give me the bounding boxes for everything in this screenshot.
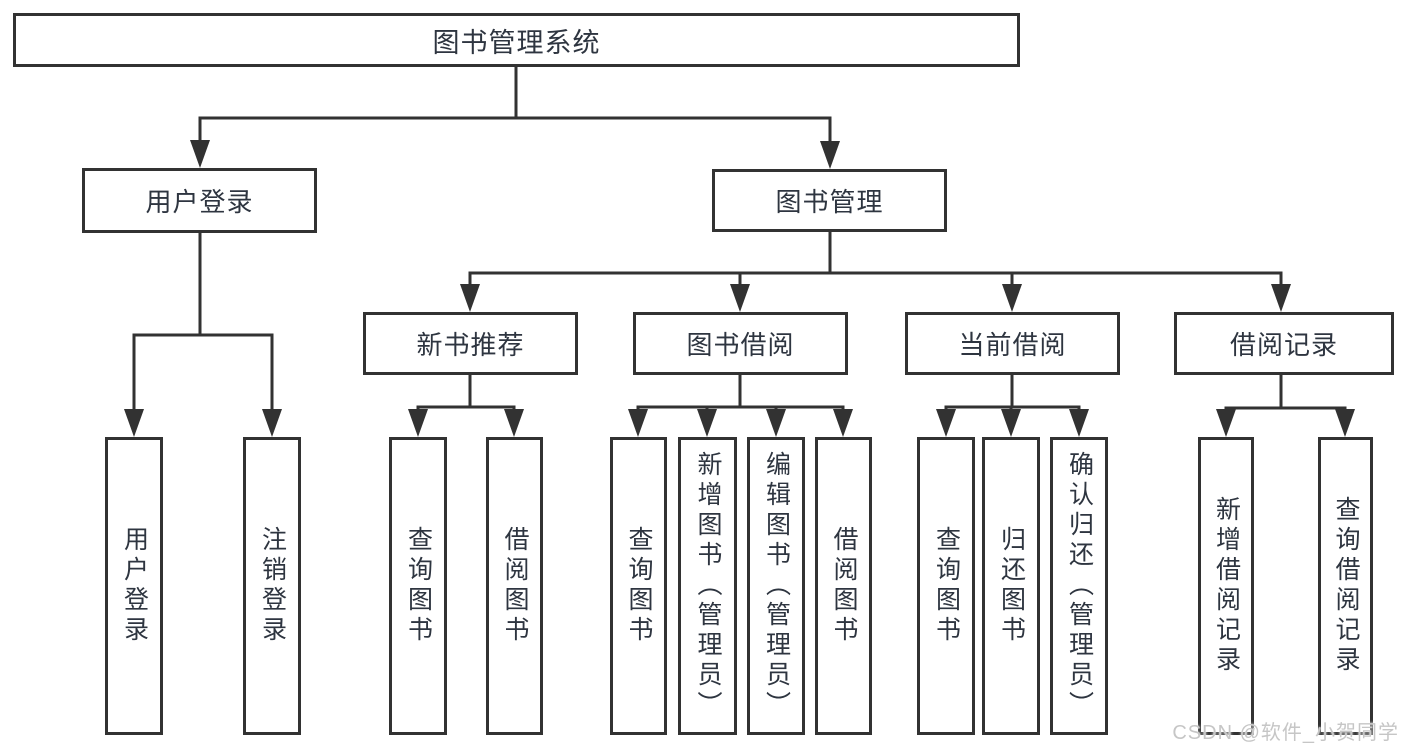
arrowhead: [1002, 284, 1022, 312]
node-label: 查询图书: [404, 526, 433, 646]
node-label: 用户登录: [120, 526, 149, 646]
leaf-return-book: 归还图书: [982, 437, 1040, 735]
node-new-book-recommend: 新书推荐: [363, 312, 578, 375]
node-label: 注销登录: [258, 526, 287, 646]
node-label: 借阅记录: [1229, 330, 1338, 360]
node-root-library-management-system: 图书管理系统: [13, 13, 1020, 67]
leaf-query-book-current: 查询图书: [917, 437, 975, 735]
leaf-query-book-recommend: 查询图书: [389, 437, 447, 735]
node-label: 新增图书（管理员）: [694, 451, 722, 721]
leaf-query-book-borrowing: 查询图书: [610, 437, 667, 735]
arrowhead: [936, 409, 956, 437]
node-book-borrowing: 图书借阅: [633, 312, 848, 375]
arrowhead: [1069, 409, 1089, 437]
node-label: 查询借阅记录: [1332, 496, 1360, 676]
leaf-confirm-return-admin: 确认归还（管理员）: [1050, 437, 1108, 735]
arrowhead: [124, 409, 144, 437]
node-label: 确认归还（管理员）: [1065, 451, 1094, 721]
node-book-management: 图书管理: [712, 169, 947, 232]
node-label: 新书推荐: [416, 330, 525, 360]
arrowhead: [730, 284, 750, 312]
leaf-user-login: 用户登录: [105, 437, 163, 735]
arrowhead: [190, 140, 210, 168]
node-label: 图书管理: [775, 187, 884, 217]
arrowhead: [628, 409, 648, 437]
node-current-borrowing: 当前借阅: [905, 312, 1120, 375]
leaf-add-book-admin: 新增图书（管理员）: [678, 437, 737, 735]
arrowhead: [408, 409, 428, 437]
arrowhead: [820, 141, 840, 169]
node-label: 用户登录: [145, 187, 254, 217]
node-label: 图书借阅: [686, 330, 795, 360]
leaf-query-borrow-record: 查询借阅记录: [1318, 437, 1373, 735]
arrowhead: [1335, 409, 1355, 437]
arrowhead: [833, 409, 853, 437]
arrowhead: [1271, 284, 1291, 312]
csdn-watermark: CSDN @软件_小贺同学: [1172, 722, 1399, 744]
arrowhead: [1001, 409, 1021, 437]
arrowhead: [262, 409, 282, 437]
node-user-login: 用户登录: [82, 168, 317, 233]
node-label: 借阅图书: [501, 526, 529, 646]
node-label: 查询图书: [625, 526, 653, 646]
node-label: 查询图书: [932, 526, 961, 646]
arrowhead: [1216, 409, 1236, 437]
leaf-borrow-book-recommend: 借阅图书: [486, 437, 543, 735]
node-label: 编辑图书（管理员）: [762, 451, 791, 721]
node-borrowing-records: 借阅记录: [1174, 312, 1394, 375]
arrowhead: [766, 409, 786, 437]
arrowhead: [504, 409, 524, 437]
leaf-borrow-book-borrowing: 借阅图书: [815, 437, 872, 735]
node-label: 当前借阅: [958, 330, 1067, 360]
leaf-edit-book-admin: 编辑图书（管理员）: [747, 437, 805, 735]
leaf-add-borrow-record: 新增借阅记录: [1198, 437, 1254, 735]
node-label: 图书管理系统: [432, 27, 601, 58]
leaf-logout: 注销登录: [243, 437, 301, 735]
arrowhead: [697, 409, 717, 437]
node-label: 归还图书: [997, 526, 1026, 646]
node-label: 借阅图书: [830, 526, 858, 646]
arrowhead: [460, 284, 480, 312]
node-label: 新增借阅记录: [1212, 496, 1241, 676]
